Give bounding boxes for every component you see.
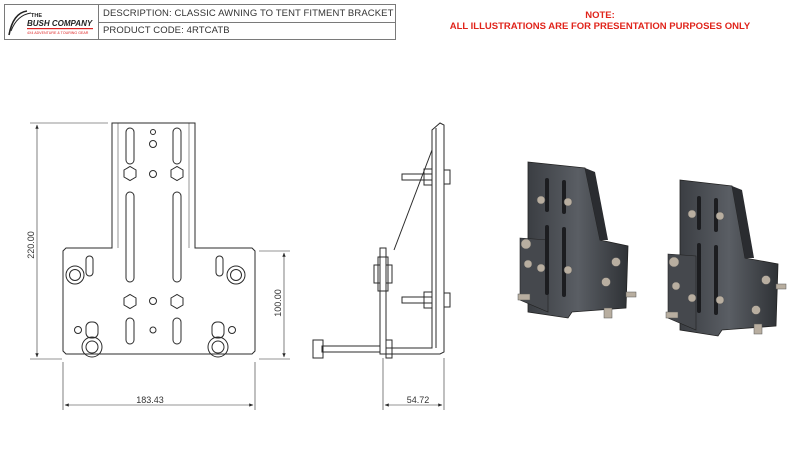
slot xyxy=(125,317,135,345)
slot xyxy=(215,255,224,277)
logo-mark-icon: THE BUSH COMPANY 4X4 ADVENTURE & TOURING… xyxy=(8,10,93,36)
bolt-head xyxy=(715,295,725,305)
slot xyxy=(125,127,135,165)
company-logo: THE BUSH COMPANY 4X4 ADVENTURE & TOURING… xyxy=(5,5,99,39)
dim-width-total: 183.43 xyxy=(136,395,164,405)
bolt-head xyxy=(715,211,725,221)
bolt-head xyxy=(520,238,532,250)
bolt-head xyxy=(563,197,573,207)
bolt-head xyxy=(611,257,621,267)
bolt-head xyxy=(668,256,680,268)
bolt-head xyxy=(65,265,85,285)
front-dimensions xyxy=(30,122,290,410)
bolt-head xyxy=(563,265,573,275)
dim-depth-total: 54.72 xyxy=(407,395,430,405)
description-cell: DESCRIPTION: CLASSIC AWNING TO TENT FITM… xyxy=(103,7,394,19)
hex-nut-icon xyxy=(123,165,137,182)
slot xyxy=(125,191,135,283)
note-heading: NOTE: xyxy=(585,10,615,21)
note-text: ALL ILLUSTRATIONS ARE FOR PRESENTATION P… xyxy=(449,21,751,32)
bolt-head xyxy=(536,263,546,273)
bolt-head xyxy=(751,305,761,315)
bracket-render-left xyxy=(517,161,637,319)
slot xyxy=(172,127,182,165)
dim-height-total: 220.00 xyxy=(26,231,36,259)
bolt-head xyxy=(601,277,611,287)
logo-tagline: 4X4 ADVENTURE & TOURING GEAR xyxy=(27,31,89,35)
side-dimensions xyxy=(382,358,445,410)
side-view xyxy=(312,122,451,359)
slot xyxy=(172,191,182,283)
bolt-head xyxy=(81,336,103,358)
hex-nut-icon xyxy=(170,165,184,182)
bolt-head xyxy=(312,339,324,359)
slot xyxy=(172,317,182,345)
hex-nut-icon xyxy=(123,293,137,310)
bolt-head xyxy=(207,336,229,358)
bolt-head xyxy=(687,293,697,303)
bracket-outline xyxy=(62,122,256,355)
bolt-head xyxy=(671,281,681,291)
hex-nut-icon xyxy=(170,293,184,310)
presentation-note: NOTE: ALL ILLUSTRATIONS ARE FOR PRESENTA… xyxy=(430,10,770,32)
title-block: THE BUSH COMPANY 4X4 ADVENTURE & TOURING… xyxy=(4,4,396,40)
bolt-head xyxy=(523,259,533,269)
product-code-cell: PRODUCT CODE: 4RTCATB xyxy=(99,21,395,40)
bolt-head xyxy=(761,275,771,285)
front-view xyxy=(62,122,256,358)
logo-line1: THE xyxy=(31,13,42,19)
bolt-head xyxy=(536,195,546,205)
slot xyxy=(85,255,94,277)
bracket-render-right xyxy=(665,179,787,337)
logo-line2: BUSH COMPANY xyxy=(27,19,93,28)
bolt-head xyxy=(687,209,697,219)
dim-height-lower: 100.00 xyxy=(273,289,283,317)
side-plate-outline xyxy=(385,122,445,355)
bolt-head xyxy=(226,265,246,285)
